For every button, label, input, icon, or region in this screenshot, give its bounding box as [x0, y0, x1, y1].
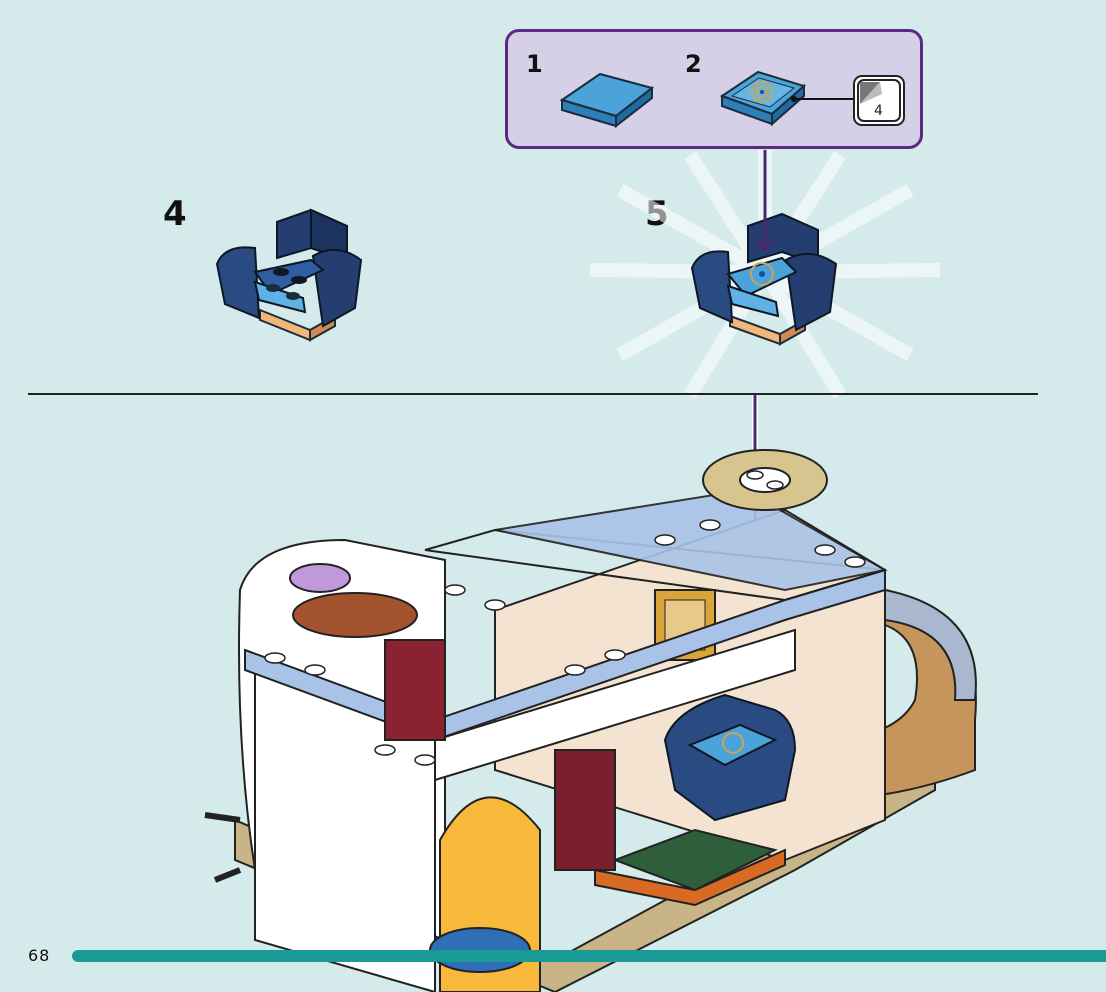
sticker-number: 4 [874, 103, 883, 119]
sticker-icon [852, 74, 908, 128]
armchair-icon [215, 208, 370, 348]
blue-tile-icon [560, 70, 655, 130]
progress-bar [72, 950, 1106, 962]
callout-arrow [755, 150, 775, 255]
substep-number-1: 1 [526, 50, 543, 78]
sticker-leader-line [790, 95, 860, 105]
page-number: 68 [28, 946, 50, 965]
substep-number-2: 2 [685, 50, 702, 78]
castle-room-model [195, 440, 995, 992]
step-number-4: 4 [163, 194, 187, 234]
step-divider [28, 393, 1038, 395]
